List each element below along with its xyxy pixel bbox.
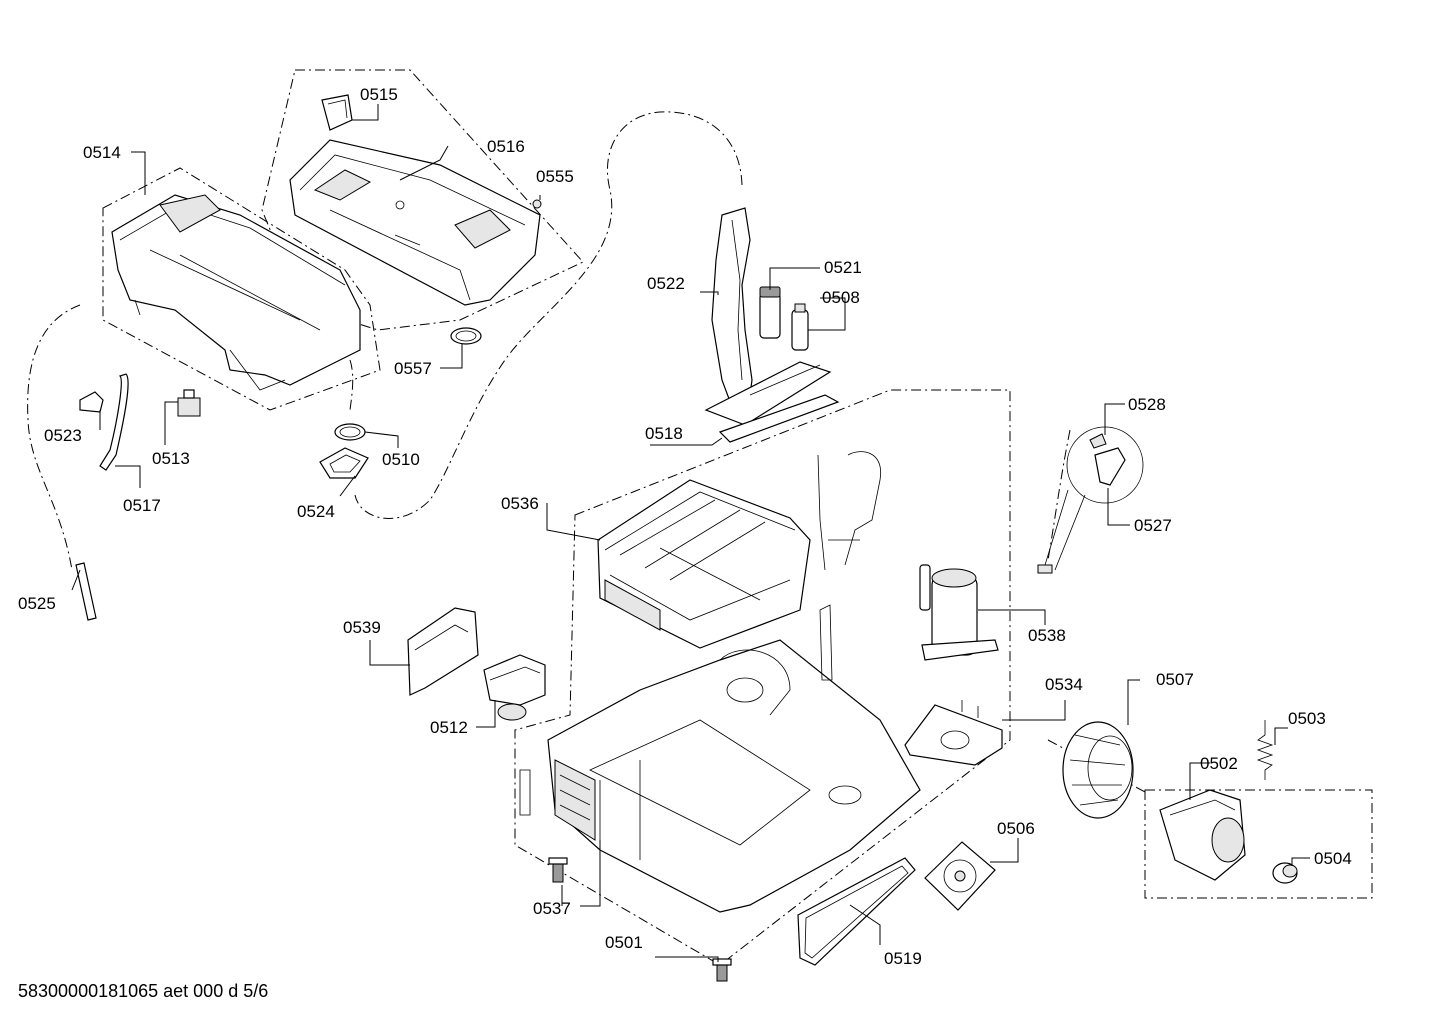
part-0537-screw xyxy=(548,857,568,883)
part-0519-gasket xyxy=(797,857,916,966)
part-0504-cap xyxy=(1272,862,1298,884)
document-code: 58300000181065 aet 000 d 5/6 xyxy=(18,981,268,1001)
part-0527-sensor xyxy=(1037,426,1144,574)
label-0504: 0504 xyxy=(1314,849,1352,868)
part-0513-valve xyxy=(177,389,201,417)
label-0518: 0518 xyxy=(645,424,683,443)
label-0514: 0514 xyxy=(83,143,121,162)
label-0534: 0534 xyxy=(1045,675,1083,694)
part-0507-wheel xyxy=(1062,721,1134,819)
label-0521: 0521 xyxy=(824,258,862,277)
part-0525-hose xyxy=(75,562,97,621)
part-0508-capacitor xyxy=(791,303,809,351)
label-0506: 0506 xyxy=(997,819,1035,838)
part-0539-bracket xyxy=(407,607,479,696)
label-0510: 0510 xyxy=(382,450,420,469)
part-0524-gasket xyxy=(319,447,369,479)
label-0517: 0517 xyxy=(123,496,161,515)
label-0515: 0515 xyxy=(360,85,398,104)
parts xyxy=(75,94,1298,982)
leader-lines xyxy=(71,104,1310,962)
part-0510-ring xyxy=(334,423,366,441)
part-0528-clip xyxy=(1089,433,1107,449)
label-0522: 0522 xyxy=(647,274,685,293)
part-0523-bracket xyxy=(79,391,104,413)
label-0555: 0555 xyxy=(536,167,574,186)
label-0503: 0503 xyxy=(1288,709,1326,728)
part-0557-ring xyxy=(450,327,482,345)
part-0534-plate xyxy=(904,700,1003,766)
label-0512: 0512 xyxy=(430,718,468,737)
label-0513: 0513 xyxy=(152,449,190,468)
part-0506-fan xyxy=(924,841,996,911)
part-0538-compressor xyxy=(919,564,999,661)
part-0502-motor xyxy=(1159,789,1246,881)
label-0528: 0528 xyxy=(1128,395,1166,414)
label-0537: 0537 xyxy=(533,899,571,918)
label-0502: 0502 xyxy=(1200,754,1238,773)
part-0503-spring xyxy=(1256,720,1274,780)
part-0536-evaporator xyxy=(597,479,811,649)
label-0501: 0501 xyxy=(605,933,643,952)
part-0501-screw xyxy=(712,958,732,982)
part-0517-hose xyxy=(99,373,129,471)
label-0516: 0516 xyxy=(487,137,525,156)
label-0557: 0557 xyxy=(394,359,432,378)
label-0539: 0539 xyxy=(343,618,381,637)
part-0515-clip xyxy=(321,94,353,131)
part-labels: 0515 0514 0516 0555 0557 0523 0513 0517 … xyxy=(18,85,1352,968)
label-0523: 0523 xyxy=(44,426,82,445)
label-0524: 0524 xyxy=(297,502,335,521)
part-0512-pump xyxy=(483,654,546,721)
part-pipework xyxy=(817,451,882,571)
label-0507: 0507 xyxy=(1156,670,1194,689)
part-0555-screw xyxy=(532,199,542,209)
part-0522-duct xyxy=(704,207,832,426)
part-0521-capacitor xyxy=(759,286,781,339)
part-0537-base xyxy=(519,604,921,913)
label-0525: 0525 xyxy=(18,594,56,613)
label-0536: 0536 xyxy=(501,494,539,513)
label-0508: 0508 xyxy=(822,288,860,307)
label-0538: 0538 xyxy=(1028,626,1066,645)
label-0519: 0519 xyxy=(884,949,922,968)
part-0516-cover xyxy=(289,139,541,306)
part-0514-housing xyxy=(111,194,361,391)
part-0518-strip xyxy=(718,394,840,443)
label-0527: 0527 xyxy=(1134,516,1172,535)
